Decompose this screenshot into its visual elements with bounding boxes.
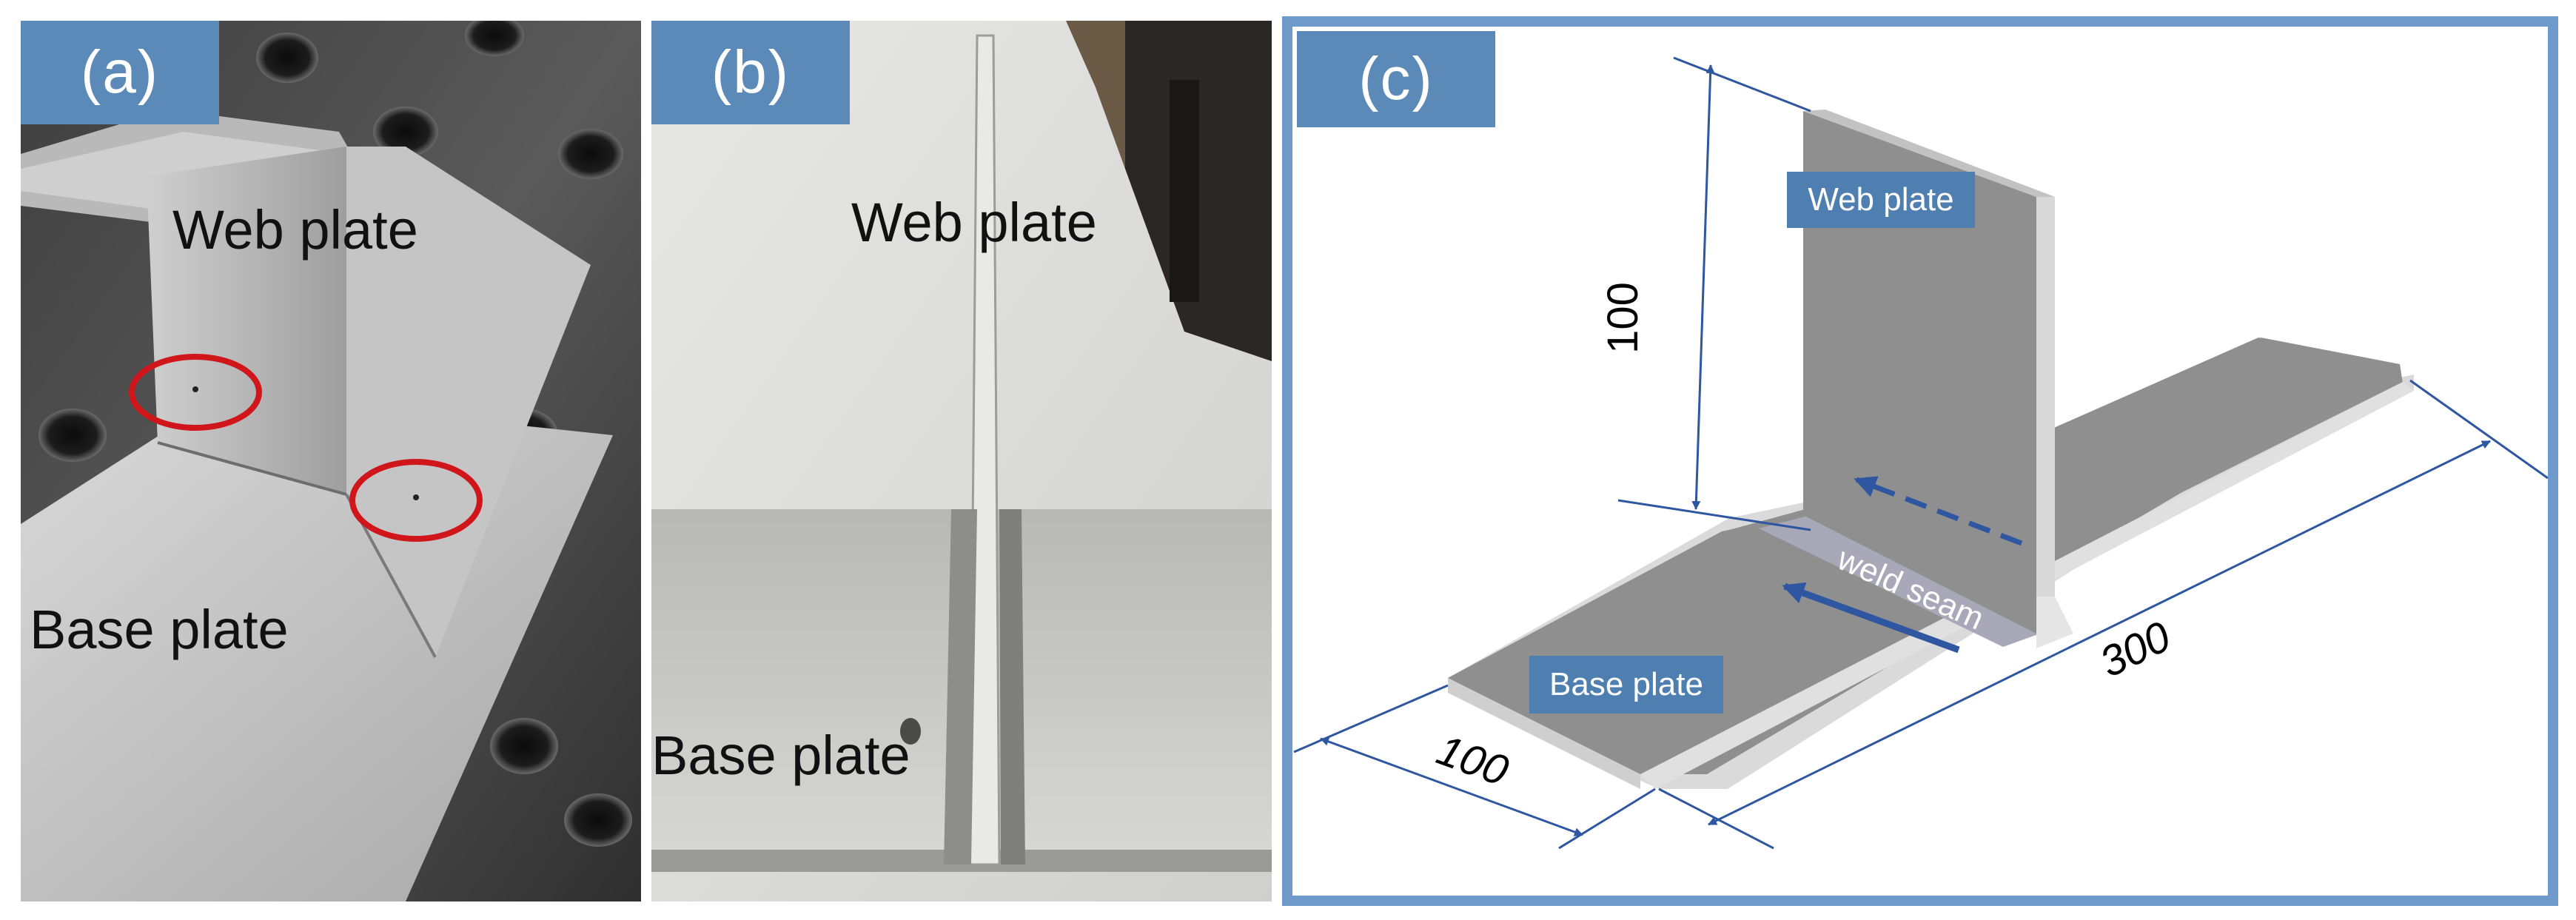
panel-a-scene: [21, 21, 641, 901]
web-plate-edge: [2036, 197, 2055, 634]
base-plate-label: Base plate: [1529, 656, 1723, 713]
defect-circle: [349, 459, 483, 542]
weld-direction-dashed-arrow: [1854, 476, 2023, 546]
panel-a-photo: (a) Web plate Base plate: [21, 21, 641, 901]
weld-direction-arrow: [1782, 582, 1960, 654]
panel-b-scene: [651, 21, 1272, 901]
web-plate-label: Web plate: [1787, 172, 1975, 228]
web-plate-label: Web plate: [851, 192, 1097, 253]
weld-seam: [944, 509, 977, 864]
base-plate-label: Base plate: [651, 725, 910, 786]
panel-c-tag: (c): [1297, 31, 1495, 127]
panel-c-schematic: (c) Web plate Base plate weld seam 100 1…: [1282, 16, 2558, 906]
panel-a-tag: (a): [21, 21, 219, 124]
panel-b-photo: (b) Web plate Base plate: [651, 21, 1272, 901]
dim-height-label: 100: [1598, 282, 1647, 354]
web-plate: [147, 147, 346, 494]
dim-length-line: [1708, 440, 2491, 826]
dim-height-line: [1691, 64, 1715, 510]
defect-circle: [129, 354, 262, 431]
panel-b-tag: (b): [651, 21, 850, 124]
base-plate-label: Base plate: [30, 599, 289, 660]
dim-ext-line: [1673, 56, 1811, 113]
web-plate-label: Web plate: [172, 199, 418, 261]
dim-width-line: [1320, 737, 1583, 836]
web-plate-side: [346, 147, 591, 657]
